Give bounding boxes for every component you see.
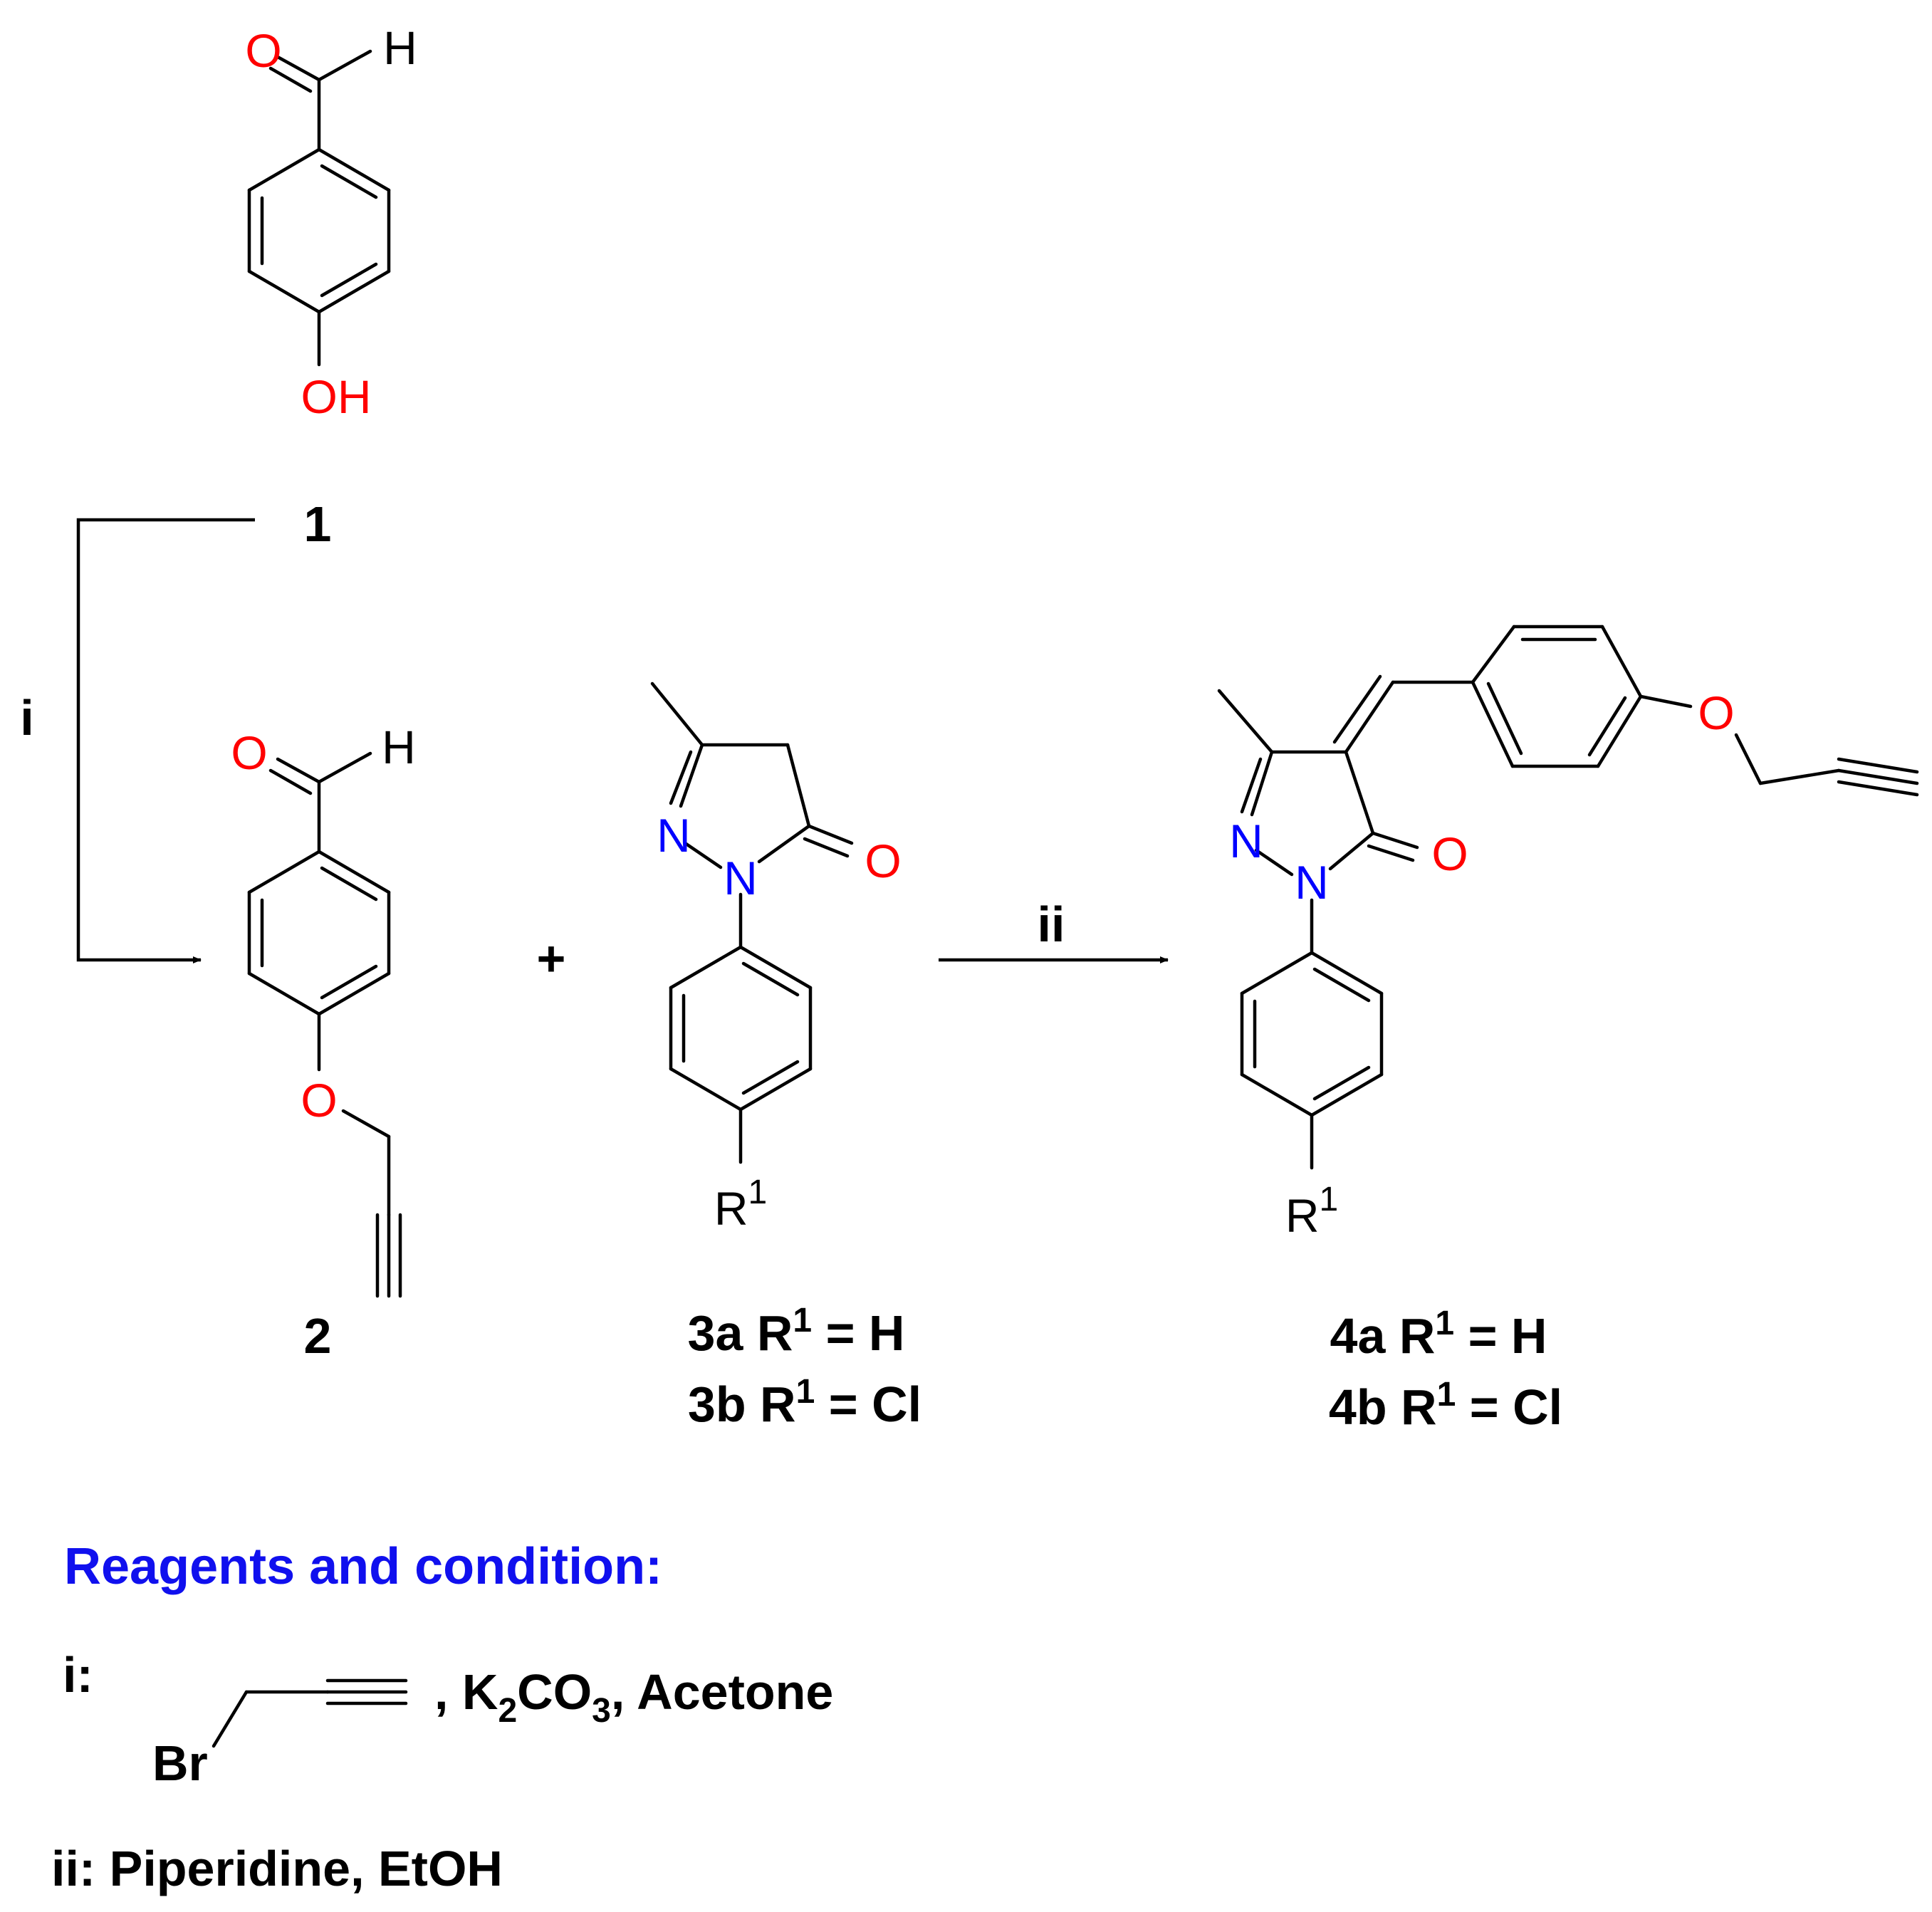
propargyl-bromide-structure (212, 1678, 408, 1748)
compound-3a-label: 3a R1 = H (688, 1302, 905, 1361)
compound-3-bonds (650, 681, 854, 1164)
compound-3-r1: R1 (714, 1174, 767, 1235)
compound-1-hydroxyl: OH (301, 370, 372, 423)
propargyl-bromide-br: Br (152, 1735, 208, 1791)
compound-4a-label: 4a R1 = H (1330, 1305, 1547, 1364)
step-i-arrow (76, 518, 255, 963)
compound-4-bonds (1217, 625, 1919, 1170)
compound-3-carbonyl-oxygen: O (865, 835, 901, 887)
compound-1-bonds (247, 49, 391, 367)
condition-i-label: i: (63, 1647, 93, 1703)
compound-3-n1: N (724, 852, 758, 904)
condition-i-reagents: , K2CO3, Acetone (434, 1664, 833, 1730)
compound-4-ether-oxygen: O (1698, 686, 1734, 739)
compound-4b-label: 4b R1 = Cl (1329, 1376, 1562, 1435)
step-ii-label: ii (1038, 897, 1065, 952)
compound-2-structure: O H O (231, 721, 416, 1298)
compound-4-r1: R1 (1285, 1181, 1338, 1242)
compound-2-bonds (247, 751, 402, 1298)
compound-3-structure: N N O R1 (650, 681, 902, 1235)
compound-4-n1: N (1295, 856, 1329, 909)
plus-sign: + (537, 931, 566, 986)
condition-ii-text: ii: Piperidine, EtOH (51, 1841, 503, 1896)
compound-2-aldehyde-oxygen: O (231, 726, 267, 779)
compound-4-carbonyl-oxygen: O (1431, 827, 1468, 880)
compound-2-ether-oxygen: O (301, 1074, 337, 1127)
compound-3b-label: 3b R1 = Cl (688, 1373, 921, 1432)
step-i-label: i (20, 690, 33, 746)
compound-4-n2: N (1229, 815, 1263, 867)
conditions-title: Reagents and condition: (64, 1538, 662, 1595)
compound-1-aldehyde-hydrogen: H (383, 21, 417, 74)
compound-2-aldehyde-hydrogen: H (382, 721, 416, 773)
compound-4-structure: N N O O R1 (1217, 625, 1919, 1242)
compound-1-aldehyde-oxygen: O (245, 24, 281, 77)
compound-2-label: 2 (304, 1308, 332, 1364)
compound-1-label: 1 (304, 496, 332, 552)
compound-3-n2: N (657, 809, 691, 862)
compound-1-structure: O H OH (245, 21, 417, 423)
